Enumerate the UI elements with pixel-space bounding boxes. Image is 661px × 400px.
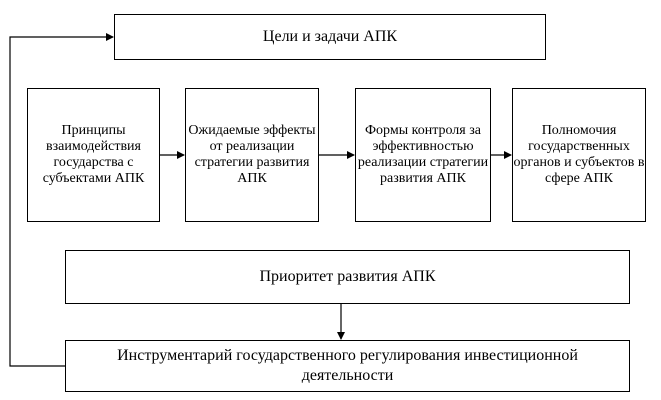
priority-box: Приоритет развития АПК bbox=[65, 250, 630, 304]
priority-label: Приоритет развития АПК bbox=[259, 268, 436, 285]
authorities-box: Полномочия государственных органов и суб… bbox=[512, 88, 646, 222]
tools-box: Инструментарий государственного регулиро… bbox=[65, 340, 630, 392]
tools-label: Инструментарий государственного регулиро… bbox=[117, 347, 578, 384]
expected-effects-label: Ожидаемые эффекты от реализации стратеги… bbox=[188, 123, 316, 186]
expected-effects-box: Ожидаемые эффекты от реализации стратеги… bbox=[185, 88, 319, 222]
feedback-line bbox=[9, 33, 114, 367]
goals-label: Цели и задачи АПК bbox=[262, 28, 398, 45]
principles-box: Принципы взаимодействия государства с су… bbox=[27, 88, 160, 222]
authorities-label: Полномочия государственных органов и суб… bbox=[513, 123, 645, 186]
goals-box: Цели и задачи АПК bbox=[114, 14, 546, 60]
principles-label: Принципы взаимодействия государства с су… bbox=[42, 123, 145, 186]
control-forms-label: Формы контроля за эффективностью реализа… bbox=[357, 123, 489, 186]
control-forms-box: Формы контроля за эффективностью реализа… bbox=[355, 88, 491, 222]
